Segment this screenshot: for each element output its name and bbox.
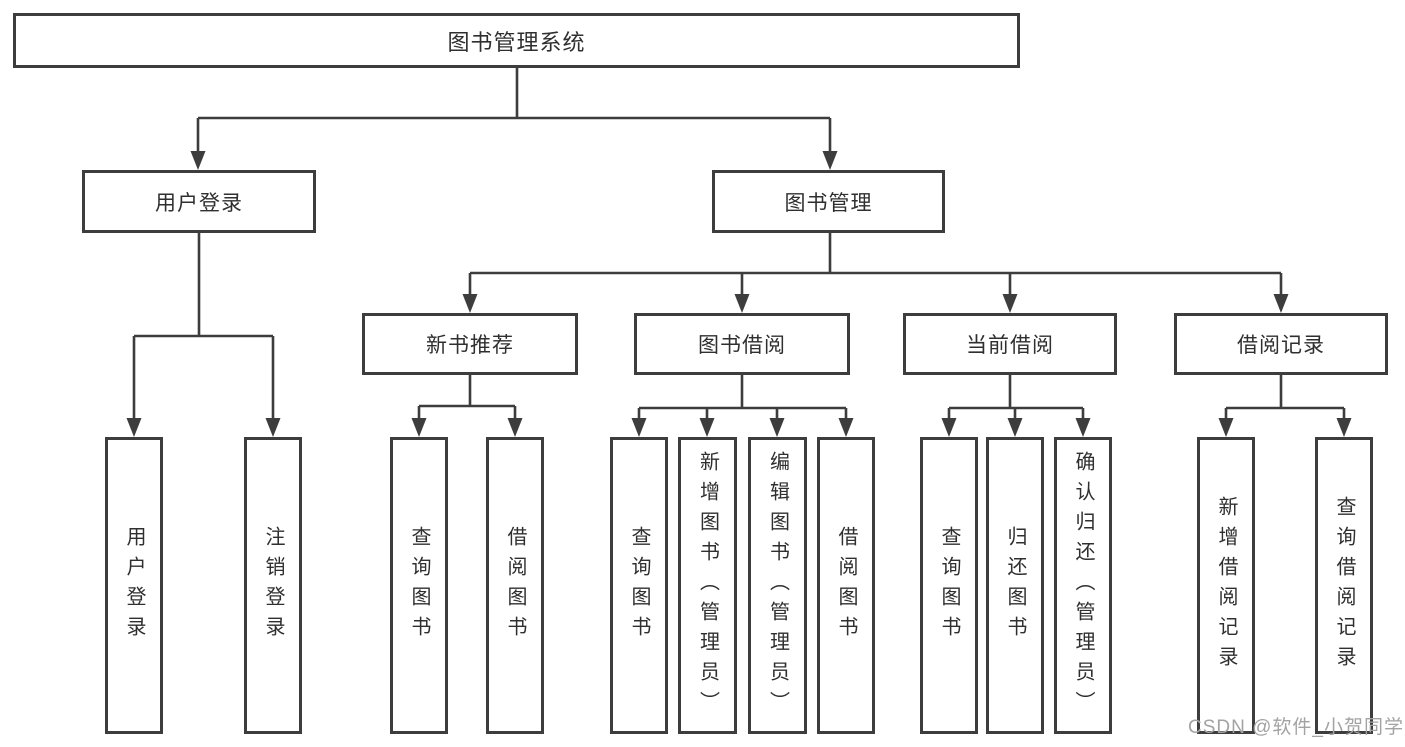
node-book-management-label: 图书管理 bbox=[784, 191, 873, 215]
node-new-book-recommend: 新书推荐 bbox=[362, 313, 578, 375]
watermark: CSDN @软件_小贺同学 bbox=[1188, 717, 1404, 738]
node-current-borrow-label: 当前借阅 bbox=[966, 334, 1054, 357]
node-user-login-label: 用户登录 bbox=[155, 191, 243, 215]
leaf-borrow-book-2: 借阅图书 bbox=[817, 437, 875, 734]
node-user-login: 用户登录 bbox=[82, 170, 316, 233]
leaf-add-borrow-record: 新增借阅记录 bbox=[1197, 437, 1255, 734]
node-borrow-records-label: 借阅记录 bbox=[1237, 334, 1325, 357]
leaf-query-book-1: 查询图书 bbox=[390, 437, 448, 734]
leaf-borrow-book-1: 借阅图书 bbox=[486, 437, 544, 734]
leaf-user-login: 用户登录 bbox=[105, 437, 163, 734]
leaf-add-book-admin: 新增图书（管理员） bbox=[678, 437, 737, 734]
leaf-query-borrow-record: 查询借阅记录 bbox=[1315, 437, 1373, 734]
leaf-query-book-3-label: 查询图书 bbox=[938, 525, 960, 646]
leaf-logout-label: 注销登录 bbox=[262, 525, 284, 646]
leaf-query-book-2: 查询图书 bbox=[610, 437, 668, 734]
leaf-borrow-book-2-label: 借阅图书 bbox=[835, 525, 857, 646]
leaf-return-book-label: 归还图书 bbox=[1004, 525, 1026, 646]
node-book-management: 图书管理 bbox=[712, 170, 945, 233]
leaf-edit-book-admin-label: 编辑图书（管理员） bbox=[766, 450, 789, 721]
node-current-borrow: 当前借阅 bbox=[903, 313, 1117, 375]
leaf-query-book-2-label: 查询图书 bbox=[628, 525, 650, 646]
leaf-query-book-1-label: 查询图书 bbox=[408, 525, 430, 646]
leaf-add-book-admin-label: 新增图书（管理员） bbox=[696, 450, 719, 721]
node-library-management-system: 图书管理系统 bbox=[13, 13, 1020, 68]
leaf-logout: 注销登录 bbox=[244, 437, 302, 734]
leaf-add-borrow-record-label: 新增借阅记录 bbox=[1215, 495, 1237, 676]
node-new-book-recommend-label: 新书推荐 bbox=[426, 334, 514, 357]
node-library-management-system-label: 图书管理系统 bbox=[447, 29, 586, 55]
leaf-edit-book-admin: 编辑图书（管理员） bbox=[748, 437, 807, 734]
node-book-borrow: 图书借阅 bbox=[634, 313, 850, 375]
leaf-confirm-return-admin: 确认归还（管理员） bbox=[1054, 437, 1112, 734]
leaf-confirm-return-admin-label: 确认归还（管理员） bbox=[1072, 450, 1094, 721]
leaf-borrow-book-1-label: 借阅图书 bbox=[504, 525, 526, 646]
leaf-user-login-label: 用户登录 bbox=[123, 525, 145, 646]
node-borrow-records: 借阅记录 bbox=[1174, 313, 1388, 375]
leaf-query-book-3: 查询图书 bbox=[920, 437, 978, 734]
leaf-query-borrow-record-label: 查询借阅记录 bbox=[1333, 495, 1355, 676]
leaf-return-book: 归还图书 bbox=[986, 437, 1044, 734]
node-book-borrow-label: 图书借阅 bbox=[698, 334, 786, 357]
